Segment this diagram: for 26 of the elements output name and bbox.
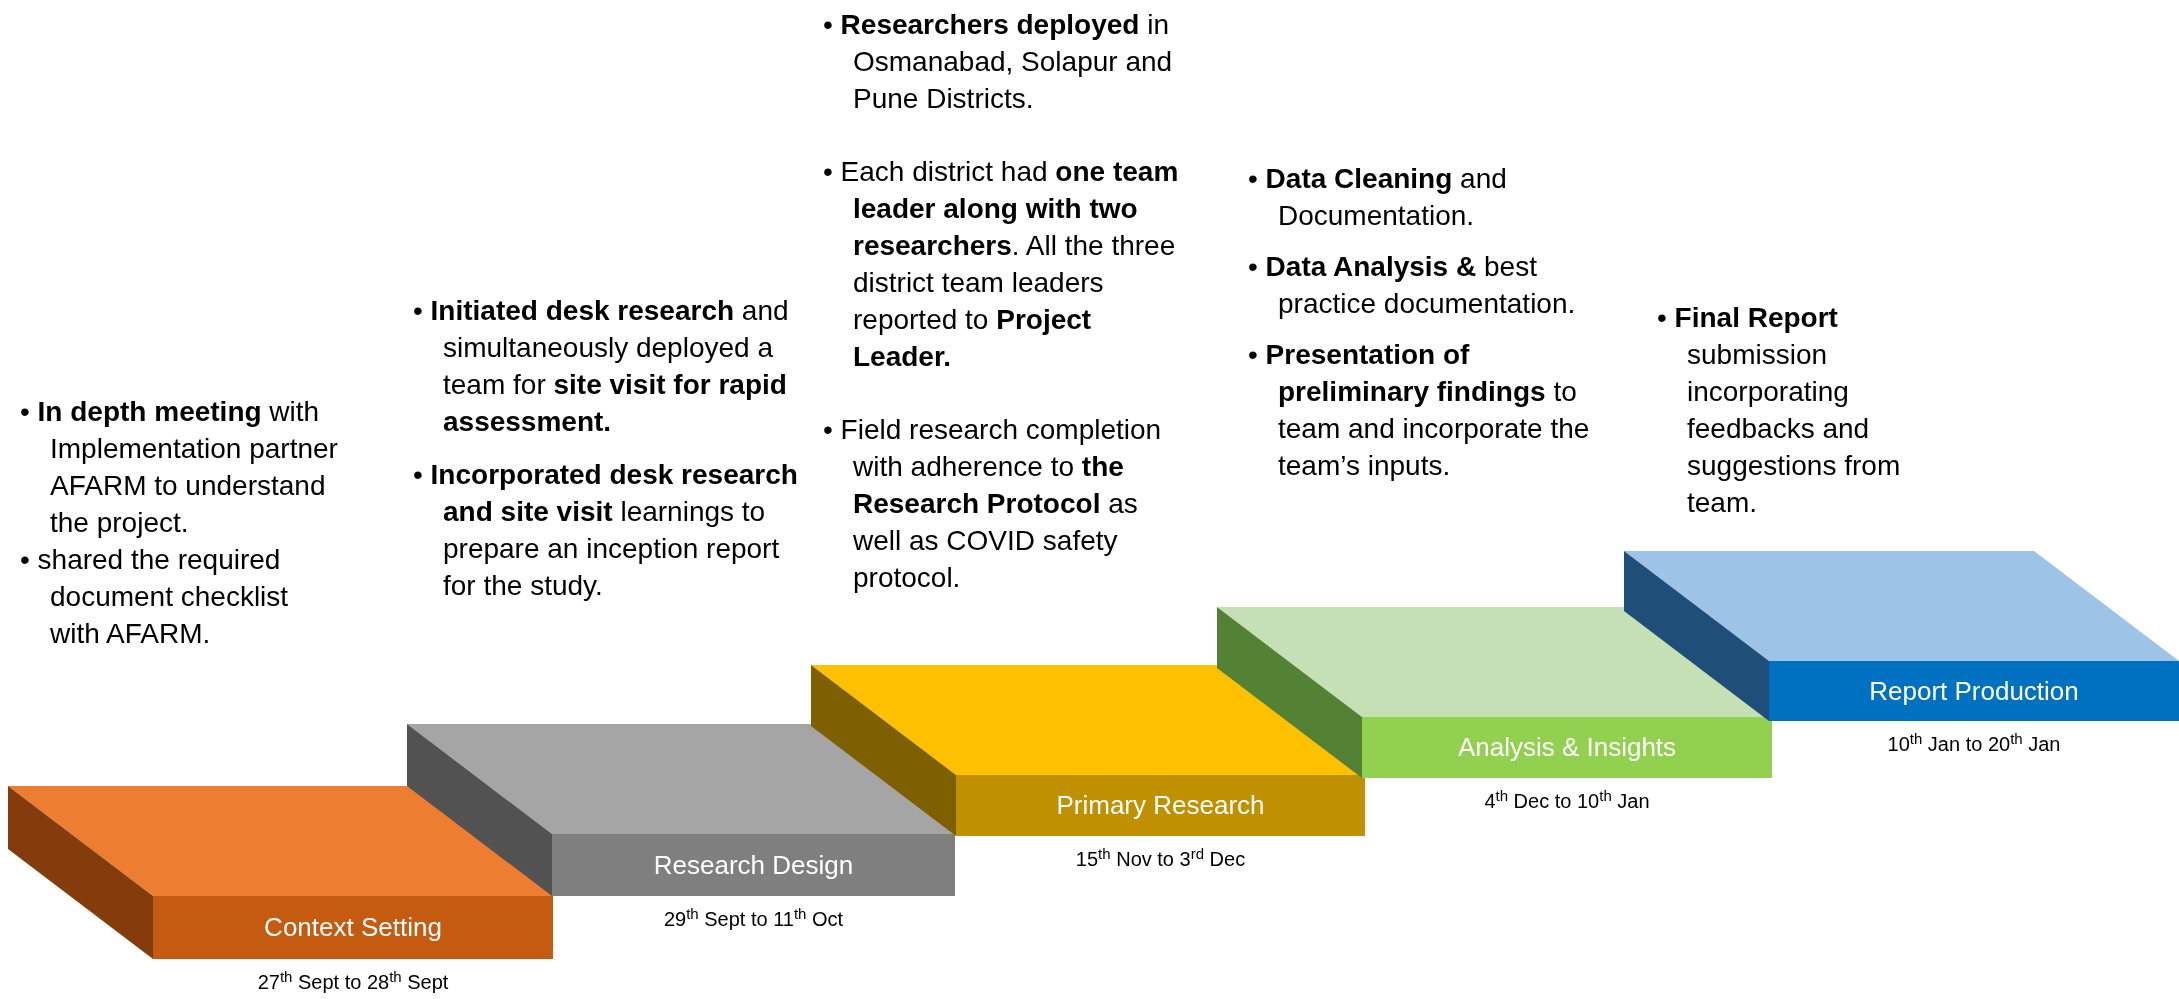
- bullet-text: • Final Report submission incorporating feedbacks and suggestions from team.: [1657, 301, 1902, 520]
- step-block: [1624, 551, 2179, 721]
- date-label: 27$^{th}$ Sept to 28$^{th}$ Sept: [257, 967, 449, 995]
- step-block: [1217, 607, 1772, 778]
- bullet-text: • Initiated desk research and simultaneously deployed a team for site visit for rapid assessment.: [413, 294, 790, 439]
- bullet-text: • Researchers deployed in Osmanabad, Solapur and Pune Districts.: [823, 8, 1174, 116]
- date-label: 29$^{th}$ Sept to 11$^{th}$ Oct: [663, 904, 844, 932]
- step-title: Primary Research: [1056, 789, 1265, 822]
- bullet-text: • Data Analysis & best practice documentation.: [1248, 250, 1577, 321]
- step-title: Context Setting: [264, 911, 442, 944]
- bullet-text: • Data Cleaning and Documentation.: [1248, 162, 1508, 233]
- bullet-text: • Field research completion with adherence to the Research Protocol as well as COVID safety protocol.: [823, 413, 1163, 595]
- bullet-text: • shared the required document checklist with AFARM.: [20, 543, 290, 651]
- bullet-text: • Presentation of preliminary findings to team and incorporate the team’s inputs.: [1248, 338, 1591, 483]
- step-block: [407, 724, 955, 896]
- step-block: [811, 665, 1365, 836]
- date-label: 4$^{th}$ Dec to 10$^{th}$ Jan: [1484, 786, 1650, 814]
- step-block: [8, 786, 553, 959]
- date-label: 15$^{th}$ Nov to 3$^{rd}$ Dec: [1075, 844, 1246, 872]
- bullet-text: • Each district had one team leader along with two researchers. All the three district team leaders reported to Project Leader.: [823, 155, 1180, 374]
- bullet-text: • In depth meeting with Implementation partner AFARM to understand the project.: [20, 395, 339, 540]
- step-title: Analysis & Insights: [1457, 731, 1677, 764]
- bullet-text: • Incorporated desk research and site visit learnings to prepare an inception report for the study.: [413, 458, 798, 603]
- date-label: 10$^{th}$ Jan to 20$^{th}$ Jan: [1887, 729, 2061, 757]
- step-title: Research Design: [653, 848, 854, 882]
- step-title: Report Production: [1869, 674, 2079, 708]
